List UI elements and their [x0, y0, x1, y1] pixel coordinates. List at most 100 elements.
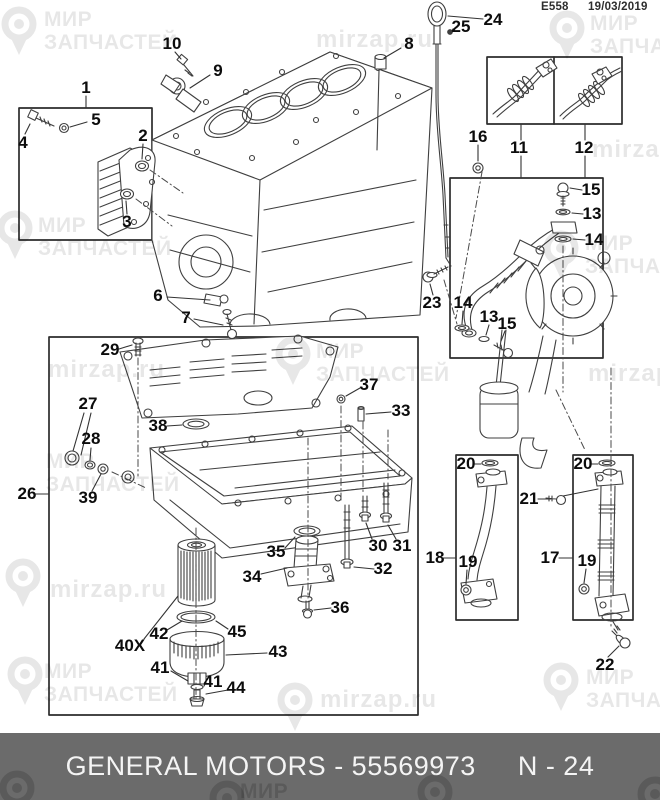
callout-c21: 21 — [519, 489, 539, 508]
leader-c28 — [89, 447, 92, 461]
leader-c44 — [205, 689, 229, 695]
callout-c12: 12 — [574, 138, 594, 157]
leader-c29 — [118, 344, 133, 350]
leader-c38 — [166, 424, 183, 427]
footer-part-number: GENERAL MOTORS - 55569973 — [65, 751, 476, 781]
oil-pan-drawing — [121, 424, 413, 559]
leader-c41l — [170, 670, 189, 682]
callout-c1: 1 — [81, 78, 91, 97]
callout-c18: 18 — [425, 548, 445, 567]
callout-c31: 31 — [392, 536, 412, 555]
leader-c10 — [174, 51, 182, 60]
hose-panels-drawing — [492, 58, 623, 120]
leader-c24 — [447, 15, 484, 20]
leader-c21 — [562, 488, 599, 497]
leader-c15b — [500, 330, 506, 342]
leader-c14b — [461, 310, 464, 325]
leader-c43 — [225, 652, 268, 656]
callout-c24: 24 — [483, 10, 503, 29]
leader-c27 — [80, 412, 92, 456]
leader-c3 — [125, 200, 128, 215]
callout-c11: 11 — [510, 138, 528, 157]
leader-c14t — [572, 238, 586, 241]
leader-c5 — [69, 121, 88, 128]
callout-c19l: 19 — [458, 552, 478, 571]
drain-bolts-drawing — [545, 494, 631, 649]
frame-drain-pipe-box-left — [455, 454, 519, 621]
leader-c6 — [166, 296, 211, 301]
page-code: E558 — [541, 1, 569, 13]
leader-c41r — [203, 683, 206, 687]
callout-c23: 23 — [422, 293, 442, 312]
callout-c20r: 20 — [573, 454, 593, 473]
callout-c40: 40X — [114, 636, 146, 655]
baffle-plate-drawing — [119, 334, 339, 419]
callout-c45: 45 — [227, 622, 247, 641]
callout-c28: 28 — [81, 429, 101, 448]
callout-c10: 10 — [162, 34, 182, 53]
oil-pickup-drawing — [283, 525, 335, 619]
centerline — [149, 169, 184, 194]
callout-c38: 38 — [148, 416, 168, 435]
callout-c7: 7 — [181, 308, 191, 327]
dipstick-drawing — [427, 1, 453, 267]
callout-c39: 39 — [78, 488, 98, 507]
leader-c9 — [189, 74, 211, 89]
leader-c22 — [607, 645, 620, 658]
leader-c42 — [166, 620, 183, 631]
callout-c13t: 13 — [582, 204, 602, 223]
leader-c40 — [143, 595, 179, 640]
turbo-oil-pipe-drawing — [422, 162, 578, 359]
oil-gallery-plug-drawing — [374, 53, 387, 151]
leader-c19l — [465, 569, 468, 585]
leader-c39 — [91, 473, 102, 492]
leader-c25 — [451, 28, 454, 32]
callout-c41l: 41 — [150, 658, 170, 677]
callout-c29: 29 — [100, 340, 120, 359]
leader-c37 — [345, 387, 361, 397]
callout-c8: 8 — [404, 34, 414, 53]
footer-page-ref: N - 24 — [517, 751, 595, 781]
page-date: 19/03/2019 — [588, 1, 648, 13]
turbocharger-drawing — [479, 239, 618, 469]
frame-turbo-pipe-box — [449, 177, 604, 359]
leader-c30 — [365, 522, 373, 540]
callout-c26: 26 — [17, 484, 37, 503]
callout-c2: 2 — [138, 126, 148, 145]
callout-c27: 27 — [78, 394, 98, 413]
leader-c8 — [383, 47, 402, 59]
camshaft-sensor-drawing — [160, 53, 202, 113]
callout-c35: 35 — [266, 542, 286, 561]
footer-bar: GENERAL MOTORS - 55569973 N - 24 — [0, 733, 660, 800]
callout-c16: 16 — [468, 127, 488, 146]
leader-c4 — [24, 123, 31, 135]
callout-c15b: 15 — [497, 314, 517, 333]
callout-c17: 17 — [540, 548, 560, 567]
leader-c31 — [387, 524, 397, 540]
callout-c34: 34 — [242, 567, 262, 586]
callout-c6: 6 — [153, 286, 163, 305]
callout-c22: 22 — [595, 655, 615, 674]
callout-c32: 32 — [373, 559, 393, 578]
leader-c35 — [284, 536, 296, 549]
leader-c19r — [583, 568, 587, 584]
callout-c41r: 41 — [203, 672, 223, 691]
callout-c43: 43 — [268, 642, 288, 661]
callout-c25: 25 — [451, 17, 471, 36]
callout-c9: 9 — [213, 61, 223, 80]
callout-c15t: 15 — [581, 180, 601, 199]
callout-c14t: 14 — [584, 230, 604, 249]
oil-nozzle-drawing — [203, 293, 238, 340]
frame-drain-pipe-box-right — [572, 454, 634, 621]
callout-c13b: 13 — [479, 307, 499, 326]
leader-c15t — [569, 187, 583, 191]
oil-cooler-drawing — [27, 109, 156, 237]
pan-bolts-drawing — [340, 482, 393, 569]
leader-c33 — [365, 411, 392, 415]
leader-line-layer — [24, 15, 620, 695]
leader-c45 — [215, 620, 229, 630]
leader-c27 — [72, 412, 85, 452]
turbo-drain-pipe-right-drawing — [578, 459, 630, 631]
